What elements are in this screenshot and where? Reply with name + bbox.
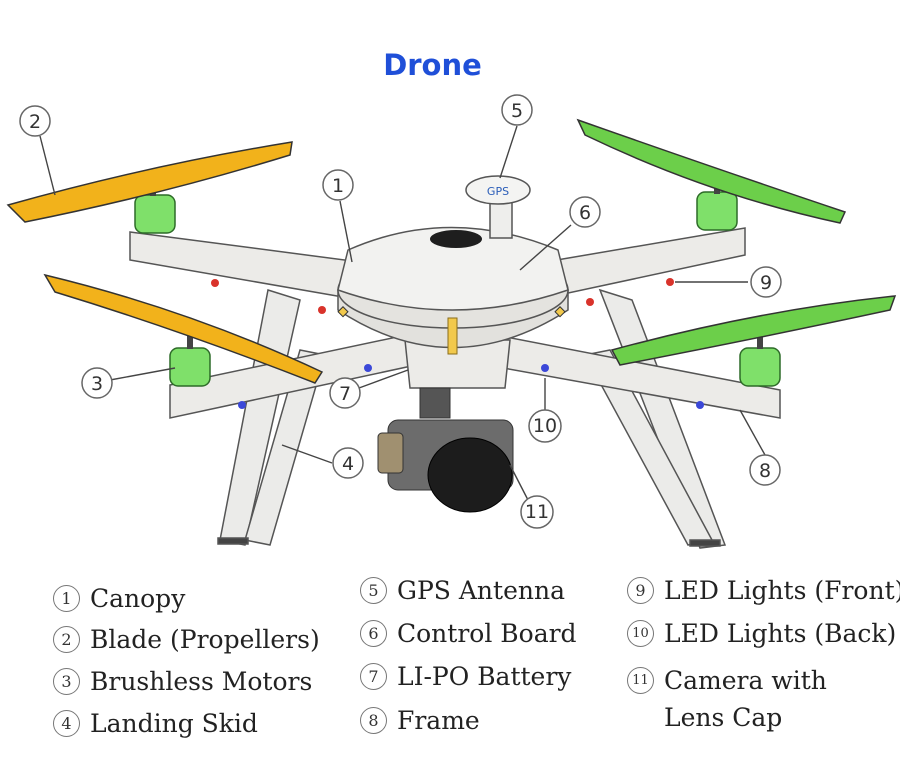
legend-item-landing-skid: 4 Landing Skid <box>53 708 258 739</box>
callout-8 <box>749 454 781 486</box>
legend-label: Canopy <box>90 584 186 613</box>
callout-numbers: 1 2 3 4 5 6 7 8 9 10 11 <box>29 100 772 523</box>
legend-item-frame: 8 Frame <box>360 705 480 736</box>
legend-label: LED Lights (Back) <box>664 619 897 648</box>
diagram-title: Drone <box>383 48 482 82</box>
camera <box>377 387 514 513</box>
callout-label-2: 2 <box>29 111 41 133</box>
callout-label-11: 11 <box>525 501 549 523</box>
legend-label: Frame <box>397 706 480 735</box>
legend-label: LED Lights (Front) <box>664 576 900 605</box>
callout-label-9: 9 <box>760 272 772 294</box>
blades <box>6 118 897 384</box>
legend-item-blade: 2 Blade (Propellers) <box>53 624 320 655</box>
legend-item-control-board: 6 Control Board <box>360 618 577 649</box>
legend-item-camera: 11 Camera with Lens Cap <box>627 665 879 736</box>
legend-item-battery: 7 LI-PO Battery <box>360 661 571 692</box>
legend-item-motors: 3 Brushless Motors <box>53 666 312 697</box>
legend-label: Camera with Lens Cap <box>664 666 827 732</box>
legend-number: 6 <box>360 620 387 647</box>
callout-label-3: 3 <box>91 373 103 395</box>
callout-label-7: 7 <box>339 383 351 405</box>
legend-item-gps: 5 GPS Antenna <box>360 575 565 606</box>
legend-number: 5 <box>360 577 387 604</box>
callout-3 <box>81 367 113 399</box>
legend-number: 9 <box>627 577 654 604</box>
callout-11 <box>520 495 554 529</box>
legend-number: 4 <box>53 710 80 737</box>
legend-number: 7 <box>360 663 387 690</box>
callout-6 <box>569 196 601 228</box>
legend-number: 3 <box>53 668 80 695</box>
callout-label-10: 10 <box>533 415 557 437</box>
canopy <box>337 226 569 355</box>
callout-9 <box>750 266 782 298</box>
gps-label: GPS <box>487 185 509 198</box>
legend-label: Landing Skid <box>90 709 258 738</box>
legend-label: GPS Antenna <box>397 576 565 605</box>
callout-5 <box>501 94 533 126</box>
legend-label: Control Board <box>397 619 577 648</box>
callout-1 <box>322 169 354 201</box>
legend-label: LI-PO Battery <box>397 662 572 691</box>
legend-item-canopy: 1 Canopy <box>53 583 185 614</box>
callout-label-6: 6 <box>579 202 591 224</box>
drone-illustration: GPS <box>6 94 897 549</box>
frame <box>129 227 781 419</box>
legend-label: Blade (Propellers) <box>90 625 320 654</box>
legend-item-led-front: 9 LED Lights (Front) <box>627 575 900 606</box>
callout-lines <box>39 125 766 501</box>
legend-number: 2 <box>53 626 80 653</box>
legend-number: 1 <box>53 585 80 612</box>
led-lights <box>211 278 704 409</box>
callout-7 <box>329 377 361 409</box>
gps-antenna: GPS <box>465 175 531 239</box>
callout-4 <box>332 447 364 479</box>
callout-label-8: 8 <box>759 460 771 482</box>
callout-label-5: 5 <box>511 100 523 122</box>
callout-2 <box>19 105 51 137</box>
callouts <box>19 94 782 529</box>
callout-10 <box>528 409 562 443</box>
legend-number: 10 <box>627 620 654 647</box>
legend-item-led-back: 10 LED Lights (Back) <box>627 618 896 649</box>
legend-number: 11 <box>627 667 654 694</box>
callout-label-4: 4 <box>342 453 354 475</box>
callout-label-1: 1 <box>332 175 344 197</box>
legend-number: 8 <box>360 707 387 734</box>
legend-label: Brushless Motors <box>90 667 313 696</box>
